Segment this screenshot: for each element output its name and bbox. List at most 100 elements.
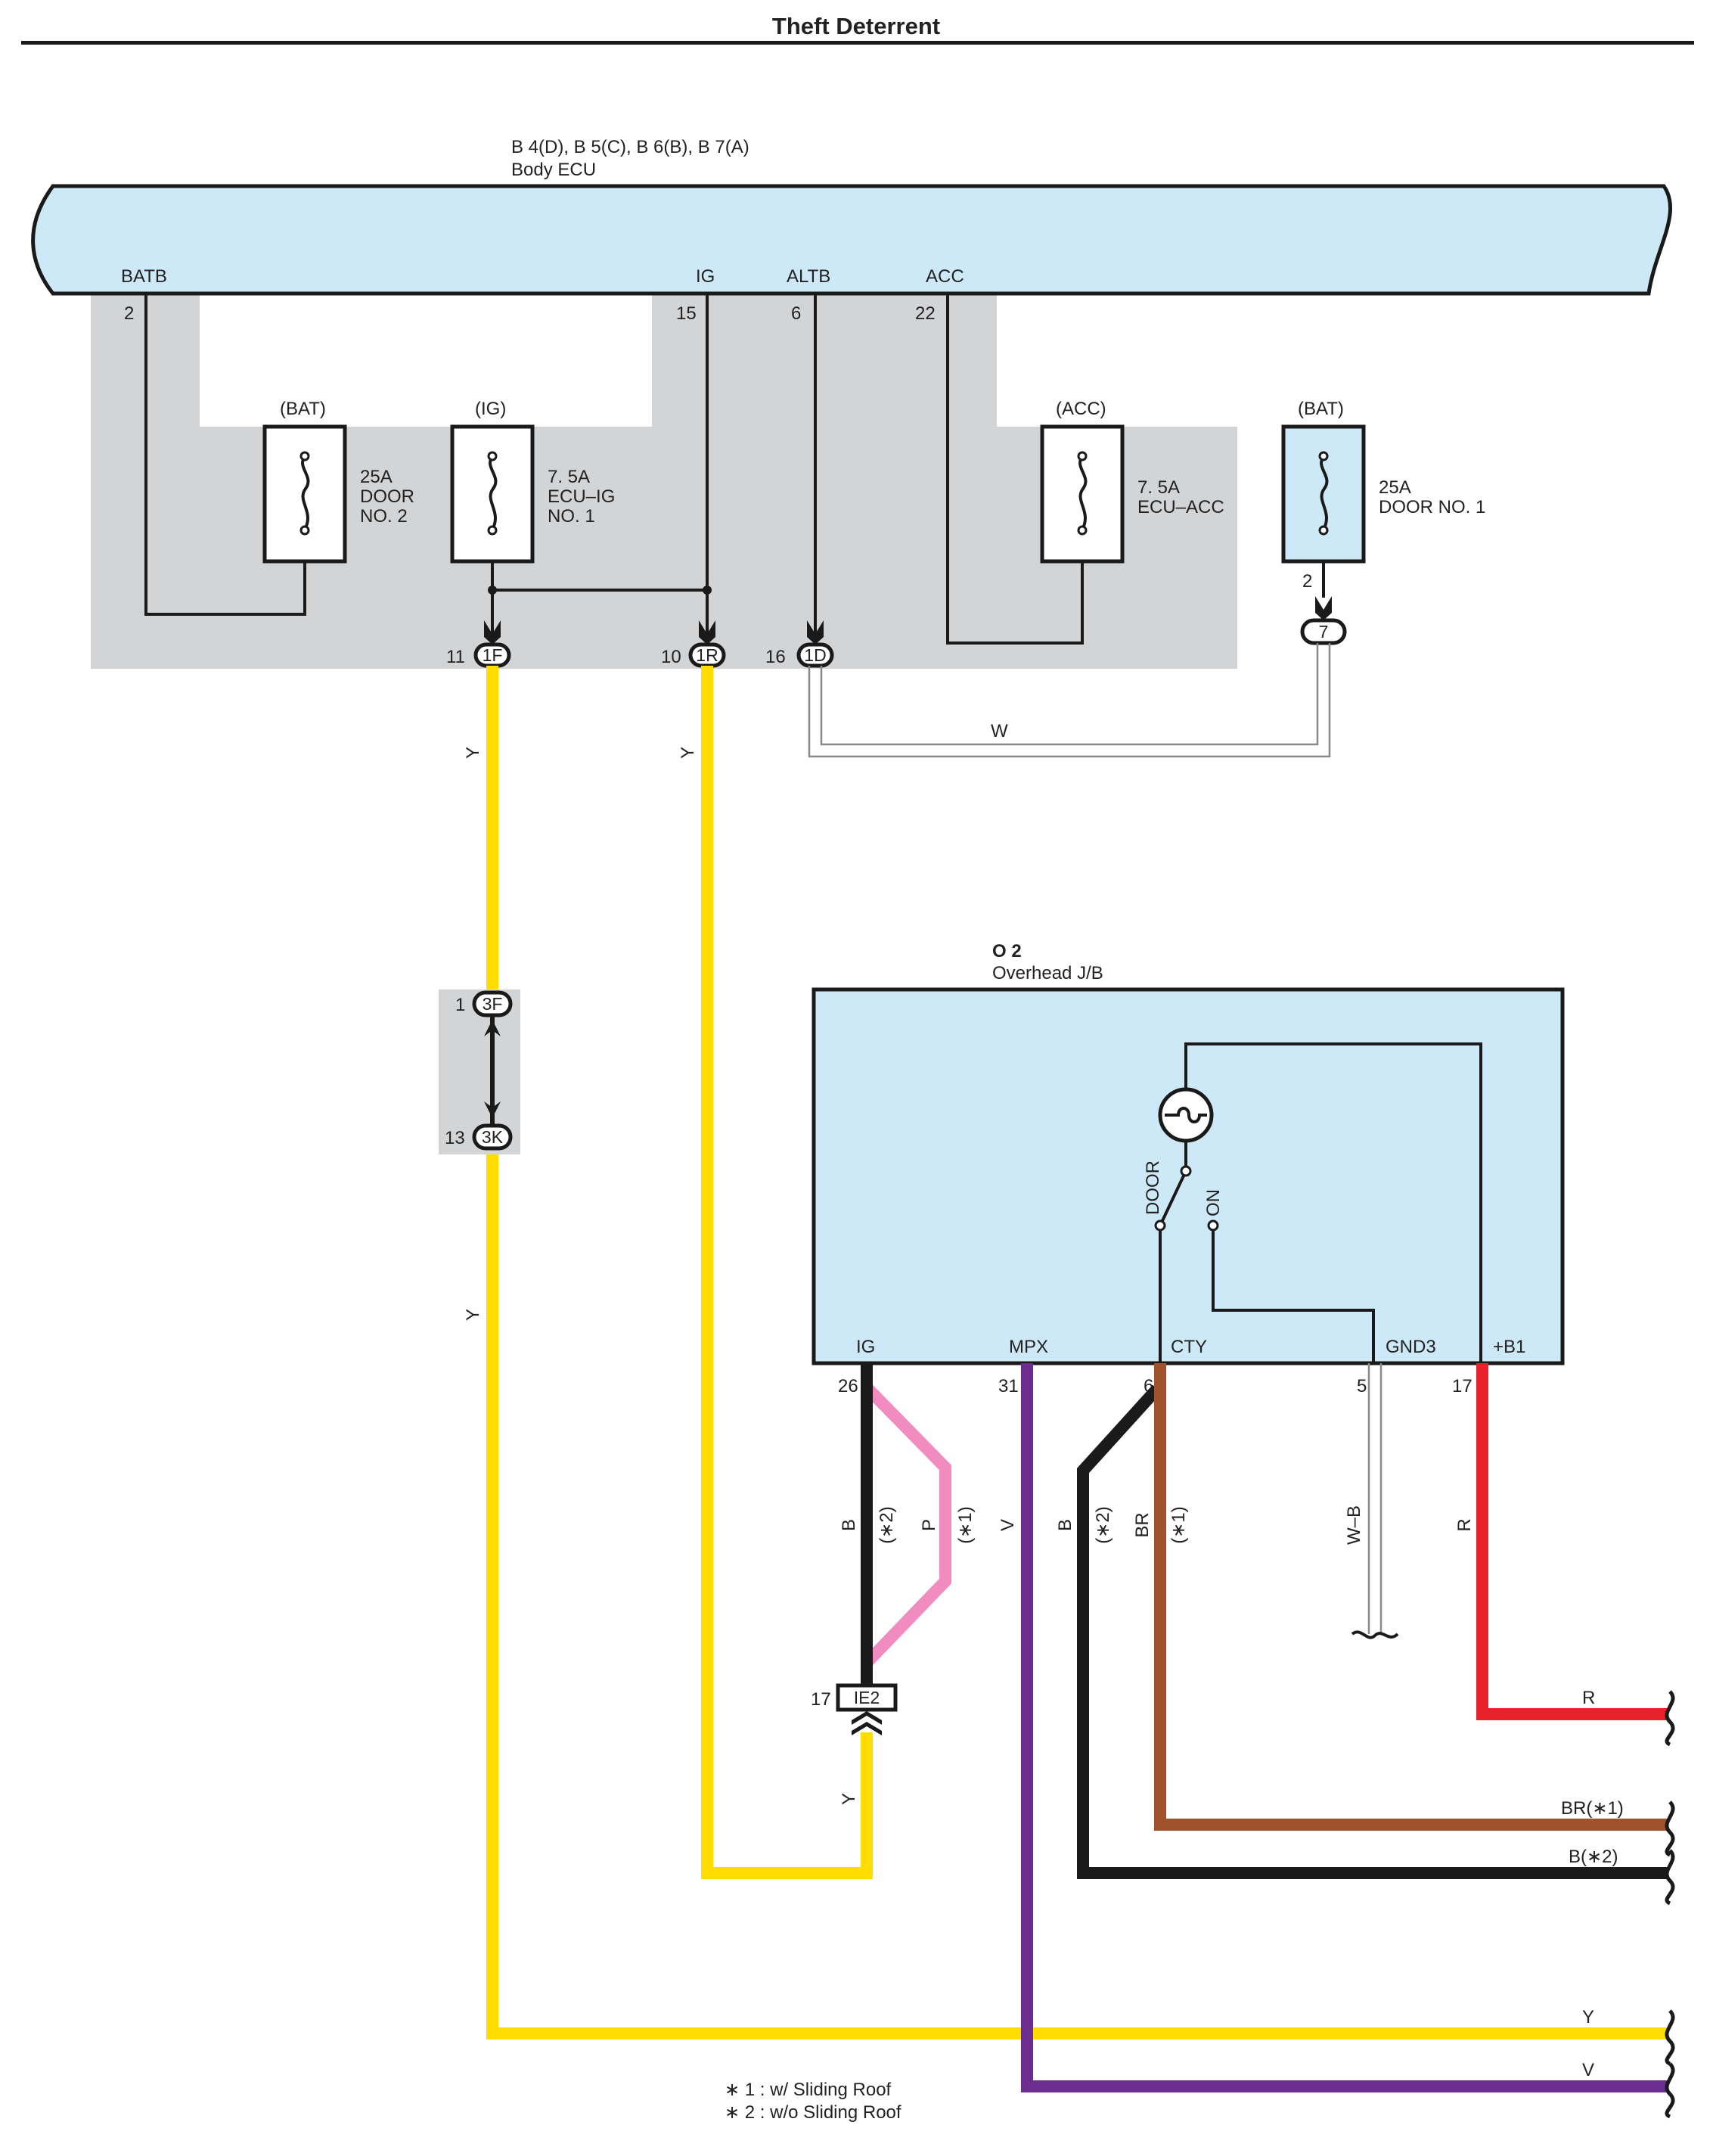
terminal-batb: BATB — [121, 266, 167, 287]
fuse-door1-pin-bottom — [1318, 525, 1329, 536]
fuse-door1-element — [1320, 455, 1329, 530]
wire-y-label-2: Y — [463, 1309, 483, 1321]
connector-7: 7 2 — [1300, 571, 1347, 645]
svg-text:1: 1 — [455, 995, 465, 1015]
jb-terminal-ig: IG — [856, 1337, 875, 1357]
svg-text:10: 10 — [661, 647, 681, 667]
overhead-jb-name: Overhead J/B — [992, 963, 1103, 983]
body-ecu-box — [31, 184, 1673, 296]
wire-note-label-1: (∗2) — [877, 1506, 897, 1543]
pin-ig: 15 — [676, 303, 697, 324]
switch-door-contact — [1154, 1219, 1166, 1232]
pin-batb: 2 — [124, 303, 134, 324]
wire-br-label: BR — [1132, 1512, 1153, 1537]
fuse-ecuacc — [1040, 424, 1125, 564]
output-br: BR(∗1) — [1561, 1798, 1624, 1819]
ground-break — [1351, 1630, 1399, 1639]
fuse-block-wiring — [144, 294, 1325, 645]
fuse-door2-source: (BAT) — [280, 399, 326, 419]
fuse-door1-source: (BAT) — [1298, 399, 1344, 419]
terminal-altb: ALTB — [787, 266, 830, 287]
fuse-ecuig-rating: 7. 5A — [548, 467, 590, 487]
fuse-ecuig-line2: NO. 1 — [548, 506, 595, 527]
wire-y-label-4: Y — [839, 1793, 859, 1805]
svg-text:IE2: IE2 — [854, 1688, 880, 1707]
wire-yellow-1r — [701, 666, 873, 1879]
jb-pin-b1: 17 — [1452, 1376, 1472, 1396]
wire-y-label-3: Y — [678, 747, 698, 759]
pin-acc: 22 — [915, 303, 936, 324]
fuse-ecuacc-rating: 7. 5A — [1137, 477, 1180, 498]
svg-text:3K: 3K — [482, 1127, 504, 1147]
switch-on-label: ON — [1203, 1189, 1224, 1216]
jb-terminal-cty: CTY — [1171, 1337, 1207, 1357]
jb-pin-ig: 26 — [838, 1376, 858, 1396]
fuse-ecuig-element — [489, 455, 498, 530]
switch-pivot — [1180, 1165, 1192, 1177]
wire-r-label: R — [1454, 1518, 1475, 1531]
fuse-door1 — [1281, 424, 1366, 564]
fuse-ecuacc-line1: ECU–ACC — [1137, 497, 1224, 517]
body-ecu-connectors: B 4(D), B 5(C), B 6(B), B 7(A) — [511, 137, 749, 157]
fuse-door1-pin-top — [1318, 451, 1329, 461]
svg-text:7: 7 — [1319, 622, 1329, 642]
fuse-door2-rating: 25A — [360, 467, 393, 487]
door-lamp-bulb — [1158, 1087, 1214, 1143]
splice-ig-right — [703, 586, 712, 595]
fuse-door1-line1: DOOR NO. 1 — [1379, 497, 1485, 517]
body-ecu-name: Body ECU — [511, 160, 596, 180]
fuse-ecuig-pin-top — [487, 451, 498, 461]
fuse-door2 — [262, 424, 347, 564]
wire-b-label-1: B — [839, 1519, 859, 1531]
terminal-ig: IG — [696, 266, 715, 287]
wire-wb — [1367, 1363, 1383, 1634]
wire-black-cty — [1077, 1384, 1668, 1879]
wire-violet — [1021, 1363, 1668, 2092]
fuse-ecuig-source: (IG) — [475, 399, 506, 419]
overhead-jb-box — [812, 987, 1565, 1365]
wire-b-label-2: B — [1055, 1519, 1075, 1531]
wire-v-label: V — [998, 1519, 1018, 1531]
fuse-ecuacc-pin-top — [1077, 451, 1088, 461]
wire-y-label-1: Y — [463, 747, 483, 759]
output-y: Y — [1582, 2007, 1594, 2027]
connector-1r: 1R 10 — [661, 620, 726, 668]
fuse-ecuacc-source: (ACC) — [1056, 399, 1106, 419]
svg-text:16: 16 — [765, 647, 786, 667]
switch-on-contact — [1207, 1219, 1219, 1232]
wire-brown — [1154, 1363, 1668, 1831]
switch-door-label: DOOR — [1143, 1160, 1163, 1215]
wire-note-label-2: (∗1) — [955, 1506, 976, 1543]
fuse-ecuig-line1: ECU–IG — [548, 486, 615, 507]
fuse-door2-line1: DOOR — [360, 486, 414, 507]
connector-3f-arrow — [484, 1020, 501, 1036]
fuse-ecuig — [450, 424, 535, 564]
wire-w-label: W — [991, 721, 1008, 741]
pin-altb: 6 — [791, 303, 801, 324]
wire-pink — [864, 1384, 951, 1666]
svg-text:13: 13 — [445, 1128, 465, 1148]
fuse-door2-pin-top — [299, 451, 310, 461]
output-breaks — [1665, 1690, 1675, 2119]
wire-wb-label: W–B — [1344, 1505, 1364, 1545]
jb-terminal-b1: +B1 — [1493, 1337, 1525, 1357]
fuse-ecuacc-pin-bottom — [1077, 525, 1088, 536]
connector-1d: 1D 16 — [765, 620, 834, 668]
svg-text:1F: 1F — [483, 645, 503, 665]
svg-text:1D: 1D — [804, 645, 826, 665]
fuse-ecuig-pin-bottom — [487, 525, 498, 536]
page-title: Theft Deterrent — [772, 13, 940, 39]
jb-terminal-mpx: MPX — [1009, 1337, 1048, 1357]
jb-pin-gnd3: 5 — [1357, 1376, 1367, 1396]
wire-note-label-3: (∗2) — [1093, 1506, 1113, 1543]
output-b: B(∗2) — [1569, 1847, 1618, 1867]
terminal-acc: ACC — [926, 266, 964, 287]
wire-p-label: P — [919, 1519, 939, 1531]
svg-text:11: 11 — [446, 647, 465, 667]
output-v: V — [1582, 2060, 1594, 2080]
connector-3k-arrow — [484, 1101, 501, 1118]
connector-3f: 3F 1 — [455, 990, 513, 1017]
svg-text:3F: 3F — [483, 994, 503, 1014]
jb-pin-mpx: 31 — [998, 1376, 1019, 1396]
